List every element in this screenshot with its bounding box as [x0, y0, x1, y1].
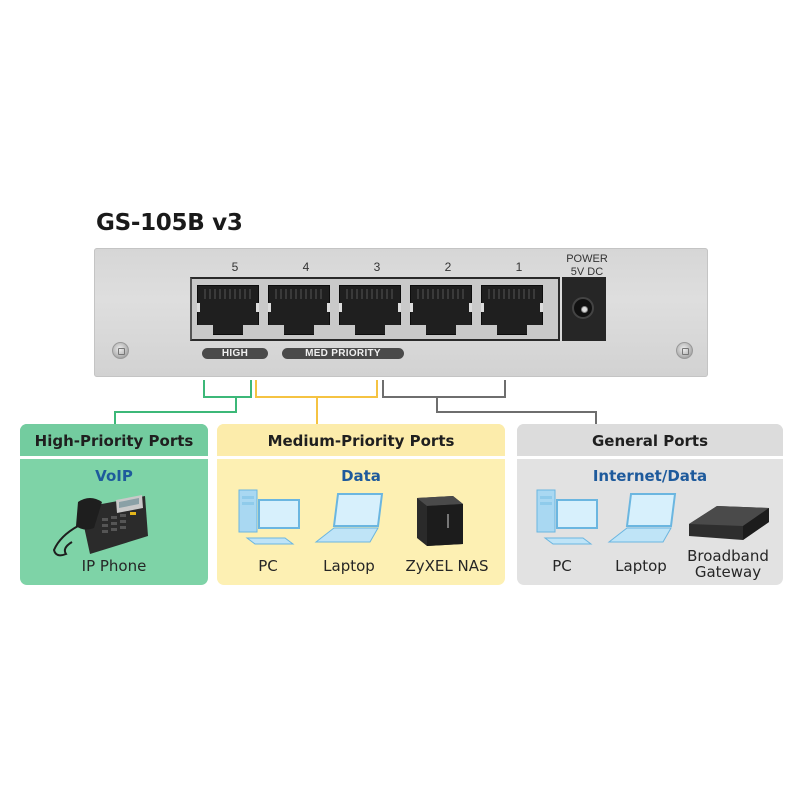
device-label-pc: PC	[258, 557, 278, 575]
ethernet-port-1	[481, 285, 543, 335]
high-priority-badge: HIGH	[202, 348, 268, 359]
port-number-5: 5	[231, 260, 239, 274]
gateway-icon	[689, 506, 769, 540]
med-priority-badge: MED PRIORITY	[282, 348, 404, 359]
port-number-2: 2	[444, 260, 452, 274]
port-number-3: 3	[373, 260, 381, 274]
ethernet-port-4	[268, 285, 330, 335]
medium-bracket	[255, 380, 378, 398]
panel-subheading: VoIP	[95, 467, 133, 485]
port-frame	[190, 277, 560, 341]
ethernet-port-3	[339, 285, 401, 335]
screw-right-icon	[676, 342, 693, 359]
pc-icon	[536, 489, 598, 545]
power-label-line2: 5V DC	[570, 266, 604, 278]
device-label-laptop: Laptop	[323, 557, 375, 575]
connector-lines	[114, 380, 597, 426]
panel-subheading: Data	[341, 467, 381, 485]
device-label-pc: PC	[552, 557, 572, 575]
product-title: GS-105B v3	[96, 210, 243, 236]
panel-subheading: Internet/Data	[592, 467, 708, 485]
general-bracket	[382, 380, 506, 398]
nas-icon	[417, 496, 463, 546]
device-label-ip-phone: IP Phone	[81, 557, 147, 575]
screw-left-icon	[112, 342, 129, 359]
ethernet-port-5	[197, 285, 259, 335]
ip-phone-icon	[52, 495, 148, 557]
high-bracket	[203, 380, 252, 398]
laptop-icon	[607, 493, 677, 543]
device-label-laptop: Laptop	[615, 557, 667, 575]
ethernet-port-2	[410, 285, 472, 335]
device-label-nas: ZyXEL NAS	[405, 557, 489, 575]
switch-rear-panel: 5 4 3 2 1 POWER 5V DC HIGH MED PRIORITY	[94, 248, 708, 377]
panel-heading: General Ports	[517, 424, 783, 456]
device-label-gateway: Broadband Gateway	[673, 548, 783, 580]
panel-heading: Medium-Priority Ports	[217, 424, 505, 456]
general-ports-panel: General Ports Internet/Data PC Laptop Br…	[517, 424, 783, 585]
device-label-gateway-line2: Gateway	[694, 563, 762, 581]
general-leader	[436, 397, 597, 426]
power-label-line1: POWER	[566, 253, 608, 265]
high-leader	[114, 397, 237, 426]
power-jack	[562, 277, 606, 341]
high-priority-panel: High-Priority Ports VoIP IP Phone	[20, 424, 208, 585]
medium-priority-panel: Medium-Priority Ports Data PC Laptop ZyX…	[217, 424, 505, 585]
general-connector	[382, 380, 597, 426]
power-jack-ring	[572, 297, 594, 319]
panel-heading: High-Priority Ports	[20, 424, 208, 456]
high-connector	[114, 380, 252, 426]
pc-icon	[238, 489, 300, 545]
device-label-gateway-line1: Broadband	[687, 547, 769, 565]
power-label: POWER 5V DC	[556, 253, 618, 279]
medium-connector	[255, 380, 378, 426]
port-number-4: 4	[302, 260, 310, 274]
laptop-icon	[314, 493, 384, 543]
port-number-1: 1	[515, 260, 523, 274]
